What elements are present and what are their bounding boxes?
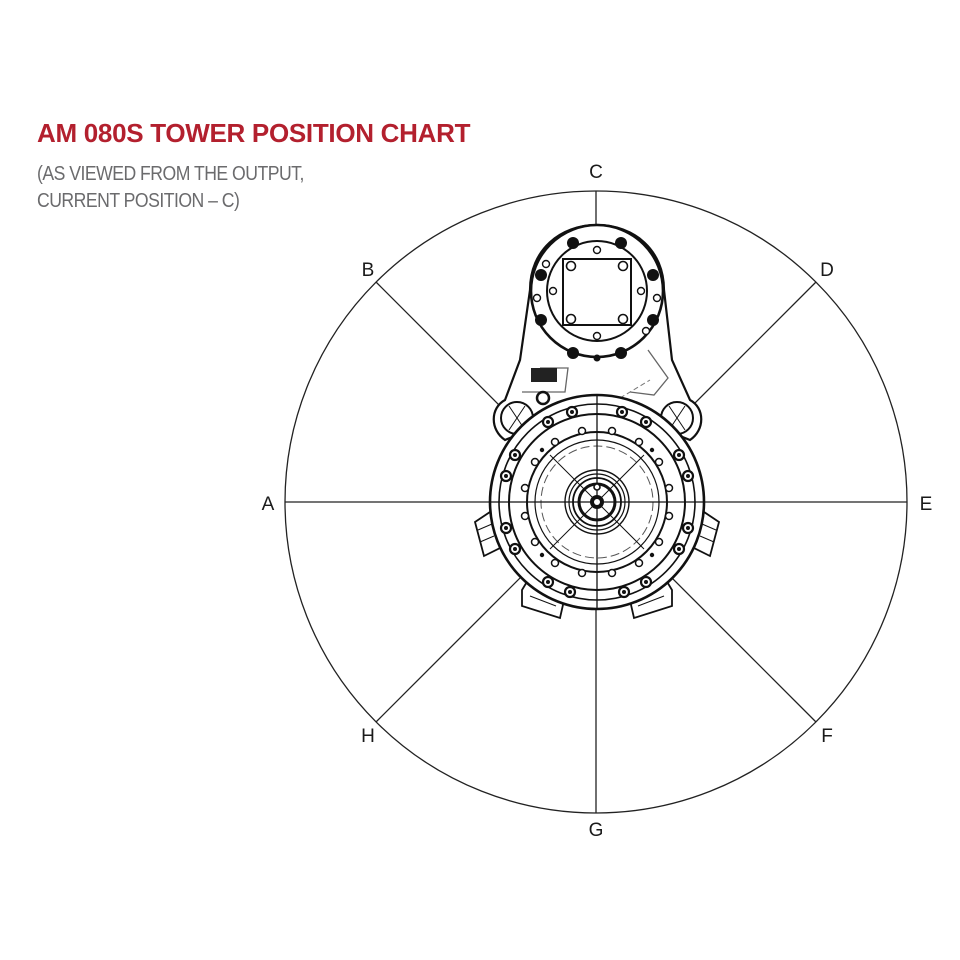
subtitle-line-2: CURRENT POSITION – C) bbox=[37, 189, 240, 212]
turret-head bbox=[529, 223, 665, 362]
position-label-f: F bbox=[821, 726, 833, 747]
arm-nameplate bbox=[531, 368, 557, 382]
position-label-h: H bbox=[361, 726, 375, 747]
position-label-e: E bbox=[920, 494, 933, 515]
position-labels: C B D A E H F G bbox=[262, 162, 933, 841]
position-label-a: A bbox=[262, 494, 275, 515]
gearbox-drawing bbox=[473, 223, 721, 620]
inner-bolt-ring bbox=[520, 426, 674, 578]
output-hub bbox=[564, 469, 630, 535]
position-label-g: G bbox=[589, 820, 604, 841]
subtitle-line-1: (AS VIEWED FROM THE OUTPUT, bbox=[37, 162, 304, 185]
turret-square-flange bbox=[562, 258, 632, 326]
position-label-c: C bbox=[589, 162, 603, 183]
position-label-b: B bbox=[362, 260, 375, 281]
position-label-d: D bbox=[820, 260, 834, 281]
chart-title: AM 080S TOWER POSITION CHART bbox=[37, 118, 471, 148]
mount-tab-right-lower bbox=[692, 510, 721, 558]
chart-subtitle: (AS VIEWED FROM THE OUTPUT, CURRENT POSI… bbox=[37, 160, 304, 214]
